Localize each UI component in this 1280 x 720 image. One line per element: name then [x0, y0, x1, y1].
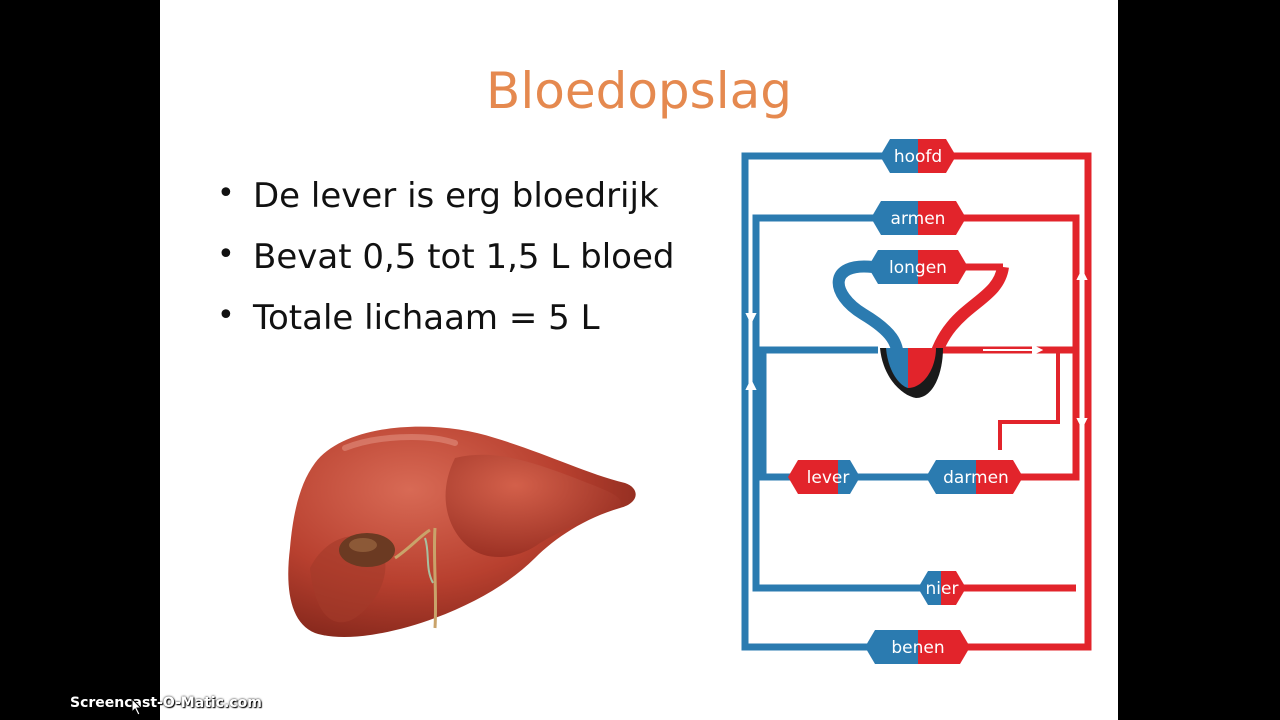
organ-hoofd: hoofd	[880, 139, 956, 173]
label-lever: lever	[807, 468, 850, 488]
organ-benen: benen	[865, 630, 970, 664]
label-hoofd: hoofd	[894, 147, 942, 167]
organ-armen: armen	[871, 201, 966, 235]
slide: Bloedopslag • De lever is erg bloedrijk •…	[160, 0, 1118, 720]
bullet-text: Bevat 0,5 tot 1,5 L bloed	[253, 237, 675, 277]
label-darmen: darmen	[943, 468, 1009, 488]
organ-darmen: darmen	[926, 460, 1023, 494]
organ-nier: nier	[918, 571, 966, 605]
bullet-dot: •	[217, 176, 235, 211]
bullet-dot: •	[217, 298, 235, 333]
screencast-watermark: Screencast-O-Matic.com	[70, 695, 262, 711]
bullet-text: Totale lichaam = 5 L	[253, 298, 600, 338]
label-longen: longen	[889, 258, 947, 278]
label-benen: benen	[891, 638, 944, 658]
label-nier: nier	[926, 579, 959, 599]
bullet-list: • De lever is erg bloedrijk • Bevat 0,5 to…	[215, 176, 674, 359]
bullet-item: • Bevat 0,5 tot 1,5 L bloed	[215, 237, 674, 298]
label-armen: armen	[891, 209, 946, 229]
mouse-cursor-icon	[131, 698, 143, 716]
circulation-diagram: hoofd armen longen lever darmen nier	[741, 139, 1092, 664]
liver-illustration-icon	[288, 426, 636, 638]
slide-title: Bloedopslag	[486, 62, 792, 120]
organ-longen: longen	[868, 250, 968, 284]
bullet-dot: •	[217, 237, 235, 272]
bullet-text: De lever is erg bloedrijk	[253, 176, 659, 216]
bullet-item: • De lever is erg bloedrijk	[215, 176, 674, 237]
bullet-item: • Totale lichaam = 5 L	[215, 298, 674, 359]
